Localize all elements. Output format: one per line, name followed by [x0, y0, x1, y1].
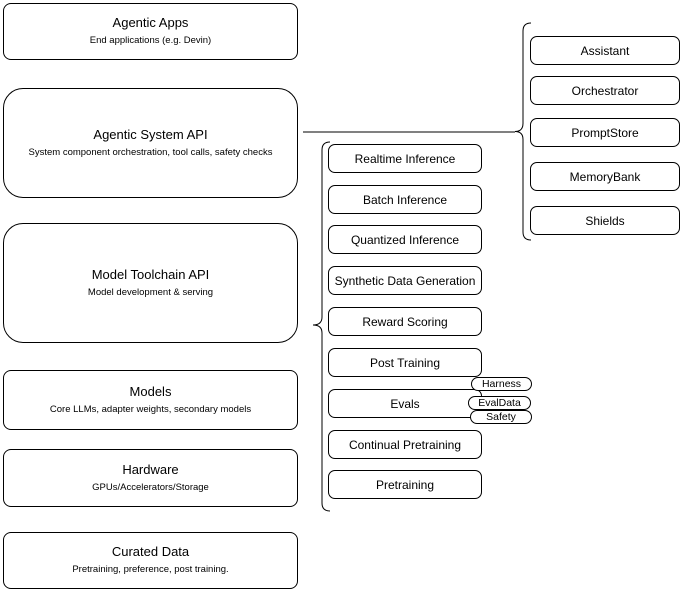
node-agentic-apps: Agentic Apps End applications (e.g. Devi…	[3, 3, 298, 60]
node-agentic-system-api: Agentic System API System component orch…	[3, 88, 298, 198]
node-synthetic-data-generation: Synthetic Data Generation	[328, 266, 482, 295]
tag-safety: Safety	[470, 410, 532, 424]
node-title: Agentic Apps	[112, 15, 189, 31]
node-subtitle: System component orchestration, tool cal…	[28, 146, 273, 158]
node-assistant: Assistant	[530, 36, 680, 65]
node-model-toolchain-api: Model Toolchain API Model development & …	[3, 223, 298, 343]
node-title: Curated Data	[111, 544, 190, 560]
node-curated-data: Curated Data Pretraining, preference, po…	[3, 532, 298, 589]
node-reward-scoring: Reward Scoring	[328, 307, 482, 336]
node-models: Models Core LLMs, adapter weights, secon…	[3, 370, 298, 430]
node-subtitle: End applications (e.g. Devin)	[89, 35, 212, 47]
node-quantized-inference: Quantized Inference	[328, 225, 482, 254]
node-continual-pretraining: Continual Pretraining	[328, 430, 482, 459]
node-hardware: Hardware GPUs/Accelerators/Storage	[3, 449, 298, 507]
node-batch-inference: Batch Inference	[328, 185, 482, 214]
tag-harness: Harness	[471, 377, 532, 391]
node-shields: Shields	[530, 206, 680, 235]
node-title: Hardware	[122, 461, 179, 477]
node-title: Agentic System API	[93, 126, 208, 142]
components-bracket	[514, 22, 532, 241]
node-subtitle: Core LLMs, adapter weights, secondary mo…	[49, 403, 252, 415]
node-title: Models	[129, 383, 172, 399]
node-title: Model Toolchain API	[91, 266, 210, 282]
node-pretraining: Pretraining	[328, 470, 482, 499]
node-evals: Evals	[328, 389, 482, 418]
node-subtitle: Model development & serving	[87, 286, 214, 298]
node-subtitle: Pretraining, preference, post training.	[72, 564, 229, 576]
node-realtime-inference: Realtime Inference	[328, 144, 482, 173]
node-memorybank: MemoryBank	[530, 162, 680, 191]
node-promptstore: PromptStore	[530, 118, 680, 147]
node-subtitle: GPUs/Accelerators/Storage	[92, 481, 209, 493]
node-orchestrator: Orchestrator	[530, 76, 680, 105]
tag-evaldata: EvalData	[468, 396, 531, 410]
node-post-training: Post Training	[328, 348, 482, 377]
